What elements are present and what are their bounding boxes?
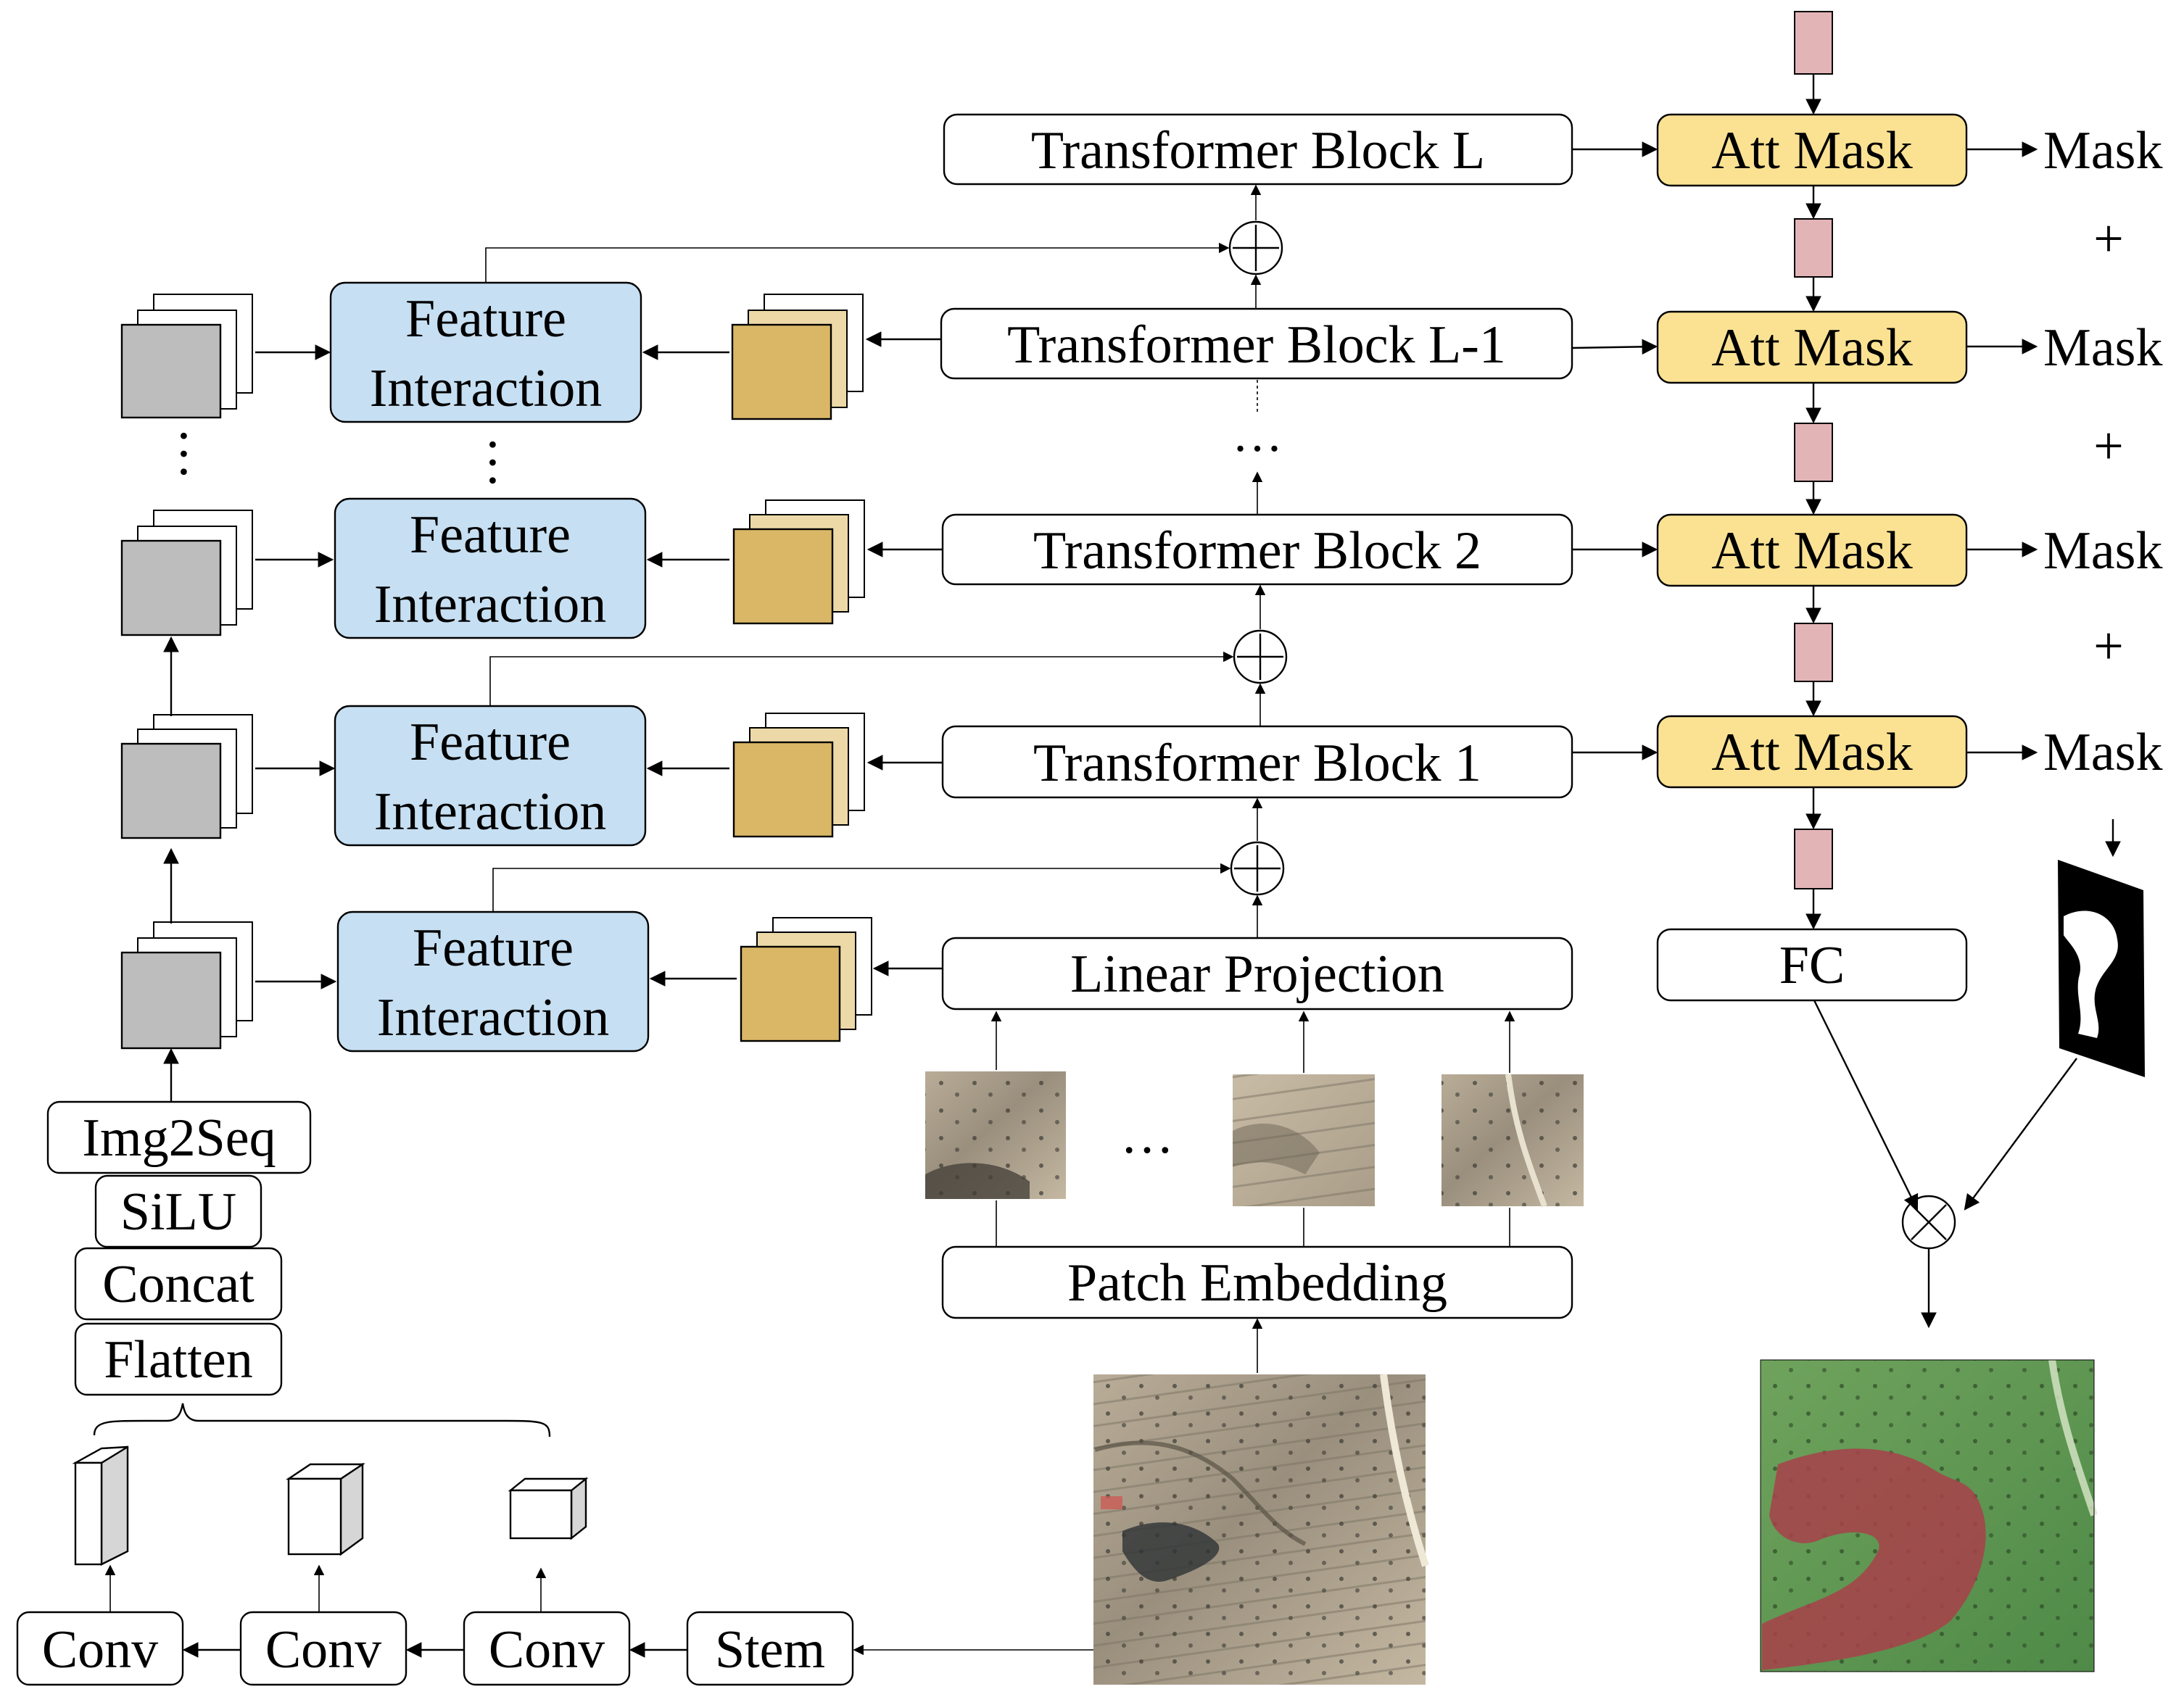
img2seq-label: Img2Seq: [82, 1108, 276, 1168]
patch-ellipsis: …: [1120, 1105, 1174, 1165]
transformer-block-l-1: Transformer Block L-1: [940, 307, 1573, 380]
feature-interaction-label: Feature: [413, 918, 574, 978]
transformer-block-2-label: Transformer Block 2: [1033, 521, 1481, 581]
flatten-block: Flatten: [74, 1322, 283, 1396]
transformer-block-l: Transformer Block L: [943, 113, 1573, 186]
feature-interaction-label: Feature: [405, 289, 566, 349]
fc-label: FC: [1779, 936, 1845, 995]
feature-interaction-0: Feature Interaction: [336, 910, 650, 1053]
circle-plus-icon: [1228, 220, 1283, 275]
silu-block: SiLU: [94, 1174, 262, 1248]
feature-interaction-label: Interaction: [374, 782, 607, 842]
att-mask-2: Att Mask: [1656, 513, 1968, 587]
conv-label: Conv: [489, 1620, 605, 1680]
transformer-block-1-label: Transformer Block 1: [1033, 734, 1481, 793]
vertical-ellipsis: …: [1232, 407, 1283, 462]
mask-output-label: Mask: [2043, 121, 2162, 181]
feature-interaction-label: Interaction: [370, 359, 603, 418]
stem-block: Stem: [686, 1611, 854, 1686]
fc-layer: FC: [1656, 928, 1968, 1002]
conv-block-3: Conv: [463, 1611, 631, 1686]
mask-output-label: Mask: [2043, 521, 2162, 581]
segmentation-result-image: [1760, 1359, 2098, 1672]
conv-block-1: Conv: [16, 1611, 184, 1686]
plus-sign: +: [2093, 617, 2124, 676]
patch-embedding: Patch Embedding: [941, 1245, 1573, 1319]
gold-feature-stack: [731, 294, 864, 420]
gray-feature-stack: [120, 921, 253, 1050]
vertical-ellipsis: …: [478, 436, 537, 489]
mask-output-label: Mask: [2043, 723, 2162, 782]
img2seq-block: Img2Seq: [46, 1100, 312, 1174]
conv-label: Conv: [265, 1620, 381, 1680]
feature-interaction-label: Interaction: [374, 575, 607, 634]
transformer-block-l-label: Transformer Block L: [1031, 121, 1485, 181]
patch-image-3: [1441, 1074, 1584, 1208]
linear-projection-label: Linear Projection: [1070, 945, 1444, 1004]
cube-icon: [72, 1445, 129, 1566]
att-mask-label: Att Mask: [1711, 318, 1913, 378]
gray-feature-stack: [120, 510, 253, 636]
transformer-block-1: Transformer Block 1: [941, 725, 1573, 799]
att-mask-label: Att Mask: [1711, 723, 1913, 782]
feature-interaction-1: Feature Interaction: [334, 705, 647, 847]
stem-label: Stem: [715, 1620, 825, 1680]
token: [1794, 218, 1833, 278]
feature-interaction-label: Interaction: [377, 988, 610, 1047]
token: [1794, 623, 1833, 682]
patch-image-2: [1233, 1074, 1375, 1206]
silu-label: SiLU: [120, 1182, 236, 1242]
feature-interaction-top: Feature Interaction: [329, 281, 642, 423]
feature-interaction-label: Feature: [410, 505, 571, 565]
transformer-block-2: Transformer Block 2: [941, 513, 1573, 586]
gold-feature-stack: [732, 499, 865, 625]
conv-label: Conv: [42, 1620, 158, 1680]
gray-feature-stack: [120, 294, 253, 419]
att-mask-l-1: Att Mask: [1656, 310, 1968, 384]
feature-interaction-label: Feature: [410, 713, 571, 772]
token: [1794, 829, 1833, 889]
concat-block: Concat: [74, 1247, 283, 1321]
patch-image-1: [925, 1071, 1066, 1199]
binary-mask-image: [2058, 860, 2145, 1077]
att-mask-label: Att Mask: [1711, 121, 1913, 181]
linear-projection: Linear Projection: [941, 937, 1573, 1011]
plus-sign: +: [2093, 417, 2124, 476]
conv-block-2: Conv: [239, 1611, 408, 1686]
patch-embedding-label: Patch Embedding: [1067, 1253, 1447, 1313]
gold-feature-stack: [732, 713, 865, 838]
att-mask-label: Att Mask: [1711, 521, 1913, 581]
gold-feature-stack: [740, 917, 872, 1042]
circle-times-icon: [1901, 1195, 1956, 1250]
att-mask-l: Att Mask: [1656, 113, 1968, 187]
cube-icon: [508, 1477, 589, 1540]
brace: [93, 1403, 551, 1437]
transformer-block-l-1-label: Transformer Block L-1: [1007, 315, 1506, 375]
gray-feature-stack: [120, 714, 253, 839]
mask-output-label: Mask: [2043, 318, 2162, 378]
flatten-label: Flatten: [104, 1330, 253, 1390]
plus-sign: +: [2093, 209, 2124, 269]
vertical-ellipsis: …: [169, 427, 228, 481]
token-top: [1794, 11, 1833, 75]
token: [1794, 423, 1833, 482]
circle-plus-icon: [1230, 841, 1285, 896]
att-mask-1: Att Mask: [1656, 715, 1968, 789]
input-satellite-image: [1093, 1374, 1429, 1685]
cube-icon: [286, 1462, 365, 1556]
feature-interaction-2: Feature Interaction: [334, 497, 647, 639]
circle-plus-icon: [1233, 629, 1288, 684]
concat-label: Concat: [102, 1255, 255, 1314]
